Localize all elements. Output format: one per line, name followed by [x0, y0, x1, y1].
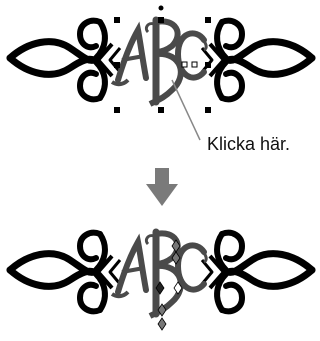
ornament-left-top: [10, 21, 120, 100]
handle-top-left[interactable]: [114, 17, 120, 23]
handle-bottom-center[interactable]: [158, 107, 164, 113]
edit-point-mid-right[interactable]: [173, 281, 183, 295]
edit-point-bottom[interactable]: [157, 317, 167, 331]
edit-point-mid-left[interactable]: [155, 281, 165, 295]
design-after: [10, 232, 312, 331]
ornament-right-bottom: [202, 233, 312, 312]
design-before: [10, 5, 312, 141]
ornament-right-top: [202, 21, 312, 100]
edit-points[interactable]: [155, 239, 183, 331]
selection-handles[interactable]: [114, 5, 211, 114]
monogram-bottom: [112, 232, 206, 316]
point-handle-b[interactable]: [191, 61, 198, 68]
edit-point-lower[interactable]: [157, 303, 167, 317]
handle-top-center[interactable]: [158, 17, 164, 23]
callout-leader-line: [171, 79, 201, 141]
rotate-handle[interactable]: [158, 5, 164, 11]
handle-middle-right[interactable]: [205, 62, 211, 68]
handle-bottom-right[interactable]: [205, 107, 211, 113]
handle-middle-left[interactable]: [114, 62, 120, 68]
down-arrow-icon: [146, 168, 178, 206]
callout-label: Klicka här.: [207, 134, 291, 154]
handle-bottom-left[interactable]: [114, 107, 120, 113]
edit-point-upper[interactable]: [171, 251, 181, 265]
handle-top-right[interactable]: [205, 17, 211, 23]
ornament-left-bottom: [10, 233, 120, 312]
point-handle-a[interactable]: [181, 61, 188, 68]
